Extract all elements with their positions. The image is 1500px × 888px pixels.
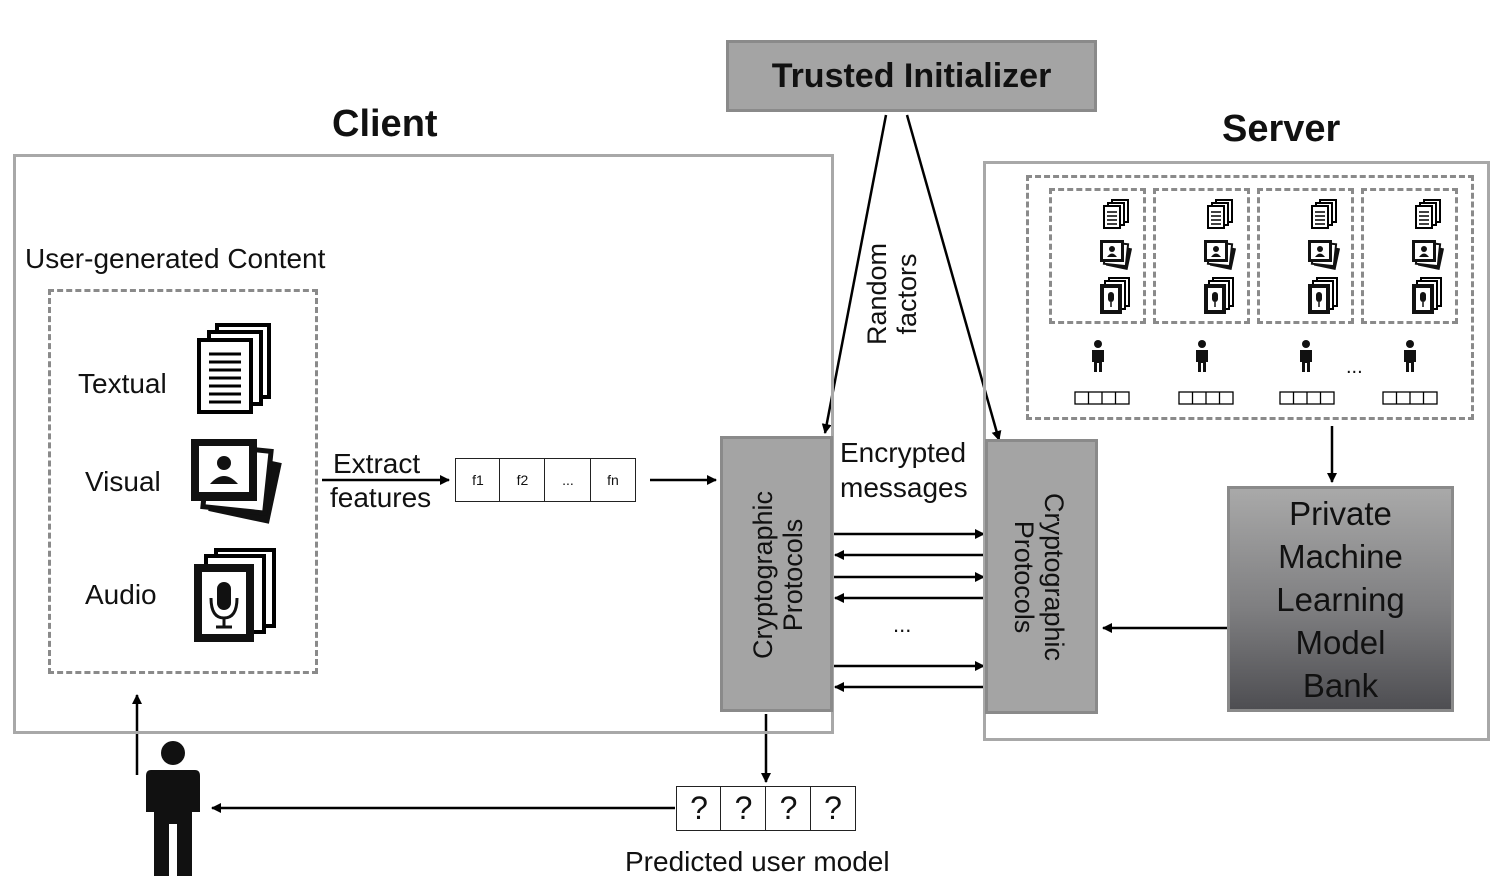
model-bank-line-2: Machine (1278, 537, 1403, 575)
user-data-group (1049, 188, 1146, 324)
person-icon (1196, 340, 1208, 372)
model-bank-line-1: Private (1289, 494, 1392, 532)
server-title: Server (1222, 108, 1341, 150)
model-bank-line-5: Bank (1302, 666, 1379, 704)
extract-features-label-1: Extract (333, 448, 421, 479)
prediction-cell: ? (720, 786, 767, 831)
modality-label-textual: Textual (78, 368, 167, 399)
person-icon (1300, 340, 1312, 372)
messages-ellipsis: ... (893, 612, 912, 637)
trusted-initializer-label: Trusted Initializer (771, 56, 1052, 95)
extract-features-label-2: features (330, 482, 432, 513)
microphone-stack-icon (1203, 277, 1234, 315)
user-2-column (1178, 199, 1238, 405)
photo-stack-icon (1307, 239, 1342, 272)
photo-stack-icon (191, 439, 282, 524)
user-1-column (1074, 199, 1134, 405)
users-ellipsis: ... (1346, 356, 1363, 378)
prediction-cell: ? (810, 786, 856, 831)
microphone-stack-icon (1411, 277, 1442, 315)
encrypted-messages-line-1: Encrypted (840, 437, 967, 468)
server-frame (983, 161, 1490, 741)
ugc-box (48, 289, 318, 674)
predicted-user-model-label: Predicted user model (625, 846, 890, 877)
document-stack-icon (1103, 199, 1129, 229)
photo-stack-icon (1411, 239, 1446, 272)
model-bank-line-3: Learning (1276, 580, 1405, 618)
user-data-group (1153, 188, 1250, 324)
user-vector-icon (1074, 391, 1130, 405)
server-crypto-box (985, 439, 1098, 714)
client-title: Client (332, 103, 438, 145)
model-bank-line-4: Model (1295, 623, 1386, 661)
modality-label-visual: Visual (85, 466, 161, 497)
document-stack-icon (1207, 199, 1233, 229)
document-stack-icon (197, 323, 271, 414)
person-icon (1092, 340, 1104, 372)
feature-cell: fn (590, 458, 636, 502)
prediction-cell: ? (765, 786, 812, 831)
modality-label-audio: Audio (85, 579, 157, 610)
microphone-stack-icon (1307, 277, 1338, 315)
photo-stack-icon (1203, 239, 1238, 272)
trusted-initializer-box: Trusted Initializer (726, 40, 1097, 112)
user-data-group (1257, 188, 1354, 324)
prediction-cell: ? (676, 786, 722, 831)
model-bank-box: Private Machine Learning Model Bank (1227, 486, 1454, 712)
person-icon (1404, 340, 1416, 372)
microphone-stack-icon (194, 548, 276, 642)
user-data-group (1361, 188, 1458, 324)
feature-cell: f2 (499, 458, 546, 502)
user-4-column (1382, 199, 1446, 405)
user-data-area (1026, 175, 1474, 420)
user-vector-icon (1279, 391, 1335, 405)
user-vector-icon (1178, 391, 1234, 405)
encrypted-messages-line-2: messages (840, 472, 968, 503)
client-crypto-box (720, 436, 833, 712)
random-factors-arrow (821, 114, 888, 434)
ugc-title: User-generated Content (25, 243, 326, 274)
microphone-stack-icon (1099, 277, 1130, 315)
user-vector-icon (1382, 391, 1438, 405)
photo-stack-icon (1099, 239, 1134, 272)
user-3-column (1279, 199, 1342, 405)
document-stack-icon (1311, 199, 1337, 229)
person-icon (146, 741, 200, 876)
document-stack-icon (1415, 199, 1441, 229)
